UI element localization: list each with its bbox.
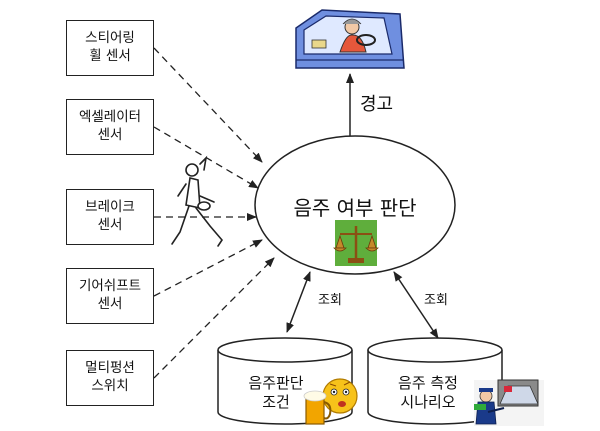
sensor-gear-shift: 기어쉬프트 센서 — [66, 268, 154, 324]
sensor-label: 엑셀레이터 센서 — [78, 109, 142, 143]
sensor-label: 멀티펑션 스위치 — [85, 360, 135, 394]
sensor-label: 스티어링 휠 센서 — [85, 30, 135, 64]
sensor-label: 기어쉬프트 센서 — [78, 278, 142, 312]
sensor-label: 브레이크 센서 — [85, 199, 135, 233]
sensor-multifunction-switch: 멀티펑션 스위치 — [66, 350, 154, 406]
query-label-left: 조회 — [318, 293, 342, 308]
police-checkpoint-icon — [474, 379, 544, 426]
arrow-gearshift-to-center — [153, 239, 263, 297]
sensor-accelerator: 엑셀레이터 센서 — [66, 99, 154, 155]
driver-car-icon — [292, 6, 405, 70]
arrow-center-db1 — [286, 271, 311, 333]
center-label: 음주 여부 판단 — [293, 196, 417, 220]
scales-icon — [333, 220, 379, 266]
walking-person-icon — [171, 155, 224, 247]
warning-label: 경고 — [360, 94, 394, 115]
database-2-cylinder — [367, 337, 503, 425]
arrow-center-db2 — [393, 271, 439, 339]
sensor-steering-wheel: 스티어링 휠 센서 — [66, 20, 154, 76]
sensor-brake: 브레이크 센서 — [66, 189, 154, 245]
database-2-label: 음주 측정 시나리오 — [398, 374, 458, 411]
database-1-label: 음주판단 조건 — [248, 374, 304, 411]
arrow-steering-to-center — [153, 47, 263, 163]
drunk-face-beer-icon — [303, 378, 358, 425]
arrow-multifunction-to-center — [153, 257, 275, 379]
center-ellipse — [254, 135, 456, 275]
query-label-right: 조회 — [424, 293, 448, 308]
